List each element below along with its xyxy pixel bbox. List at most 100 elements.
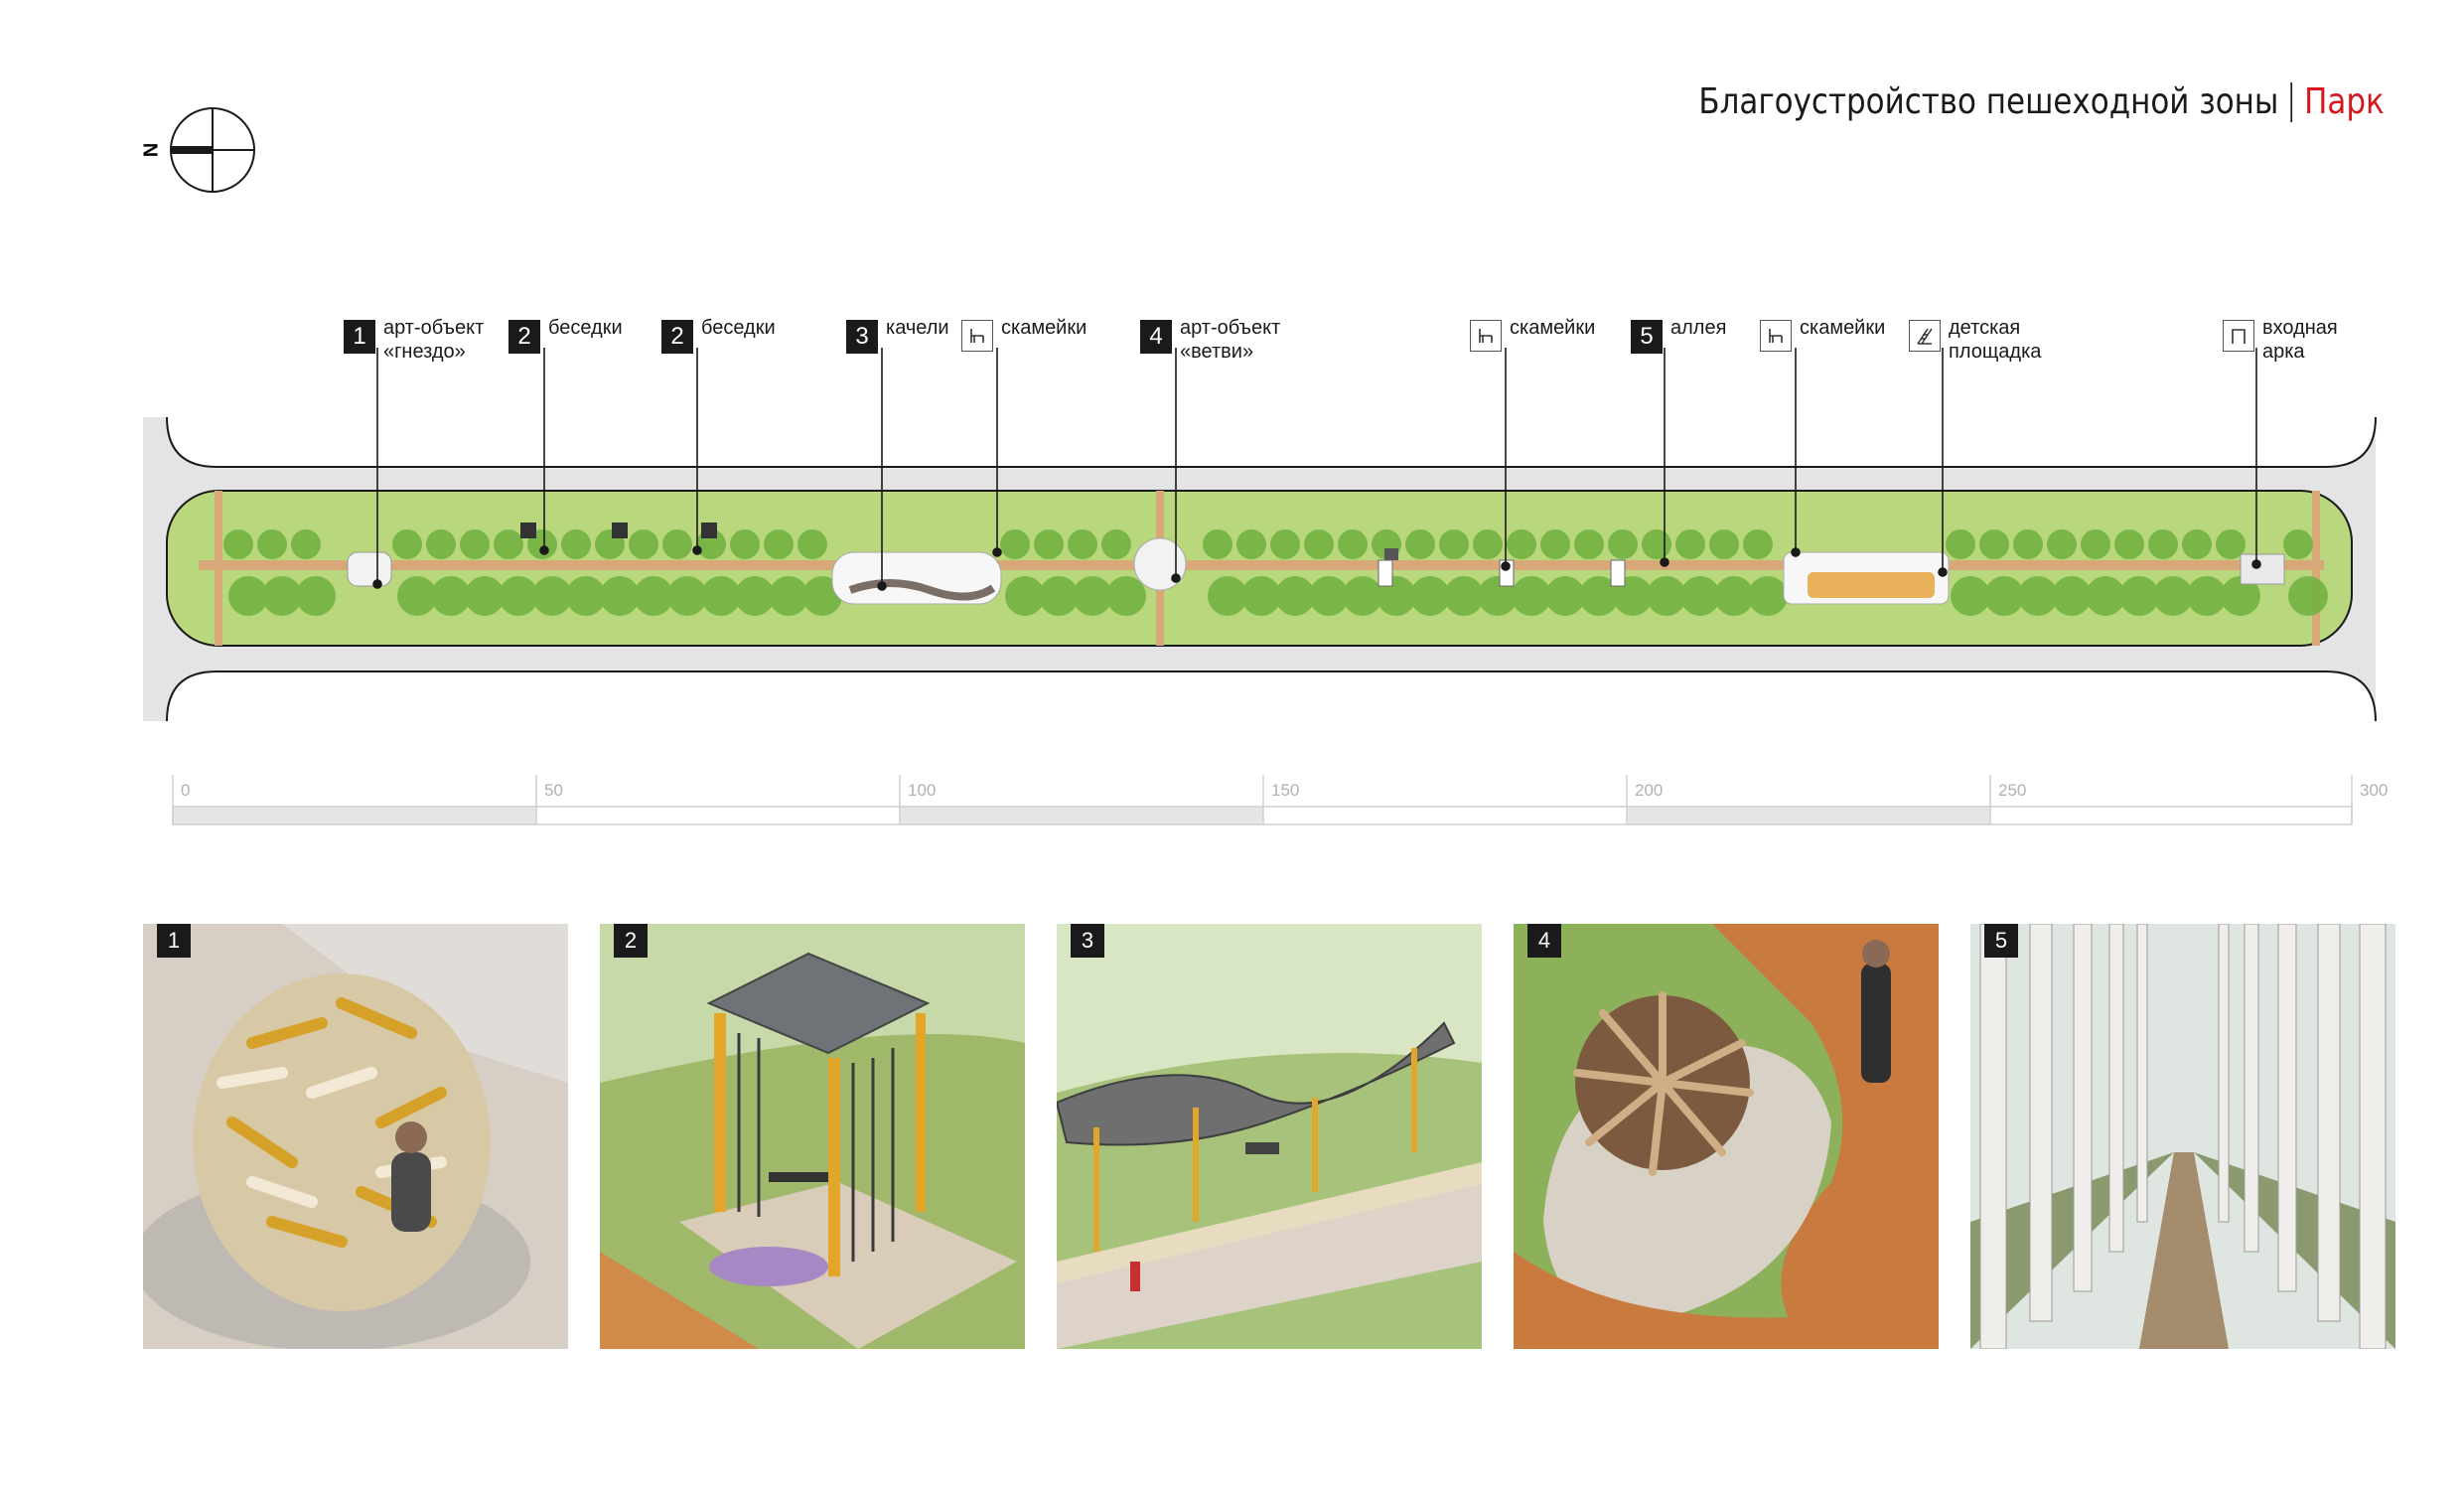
- tree-canopy: [1236, 529, 1266, 559]
- tree-canopy: [1984, 576, 2024, 616]
- scale-tick-label: 0: [181, 781, 191, 800]
- tree-canopy: [2086, 576, 2125, 616]
- playground-icon: [1909, 320, 1941, 352]
- tree-canopy: [262, 576, 302, 616]
- tree-canopy: [1208, 576, 1247, 616]
- callout-playground: детская площадка: [1909, 316, 2041, 364]
- callout-benches-1: скамейки: [961, 316, 1087, 352]
- tree-canopy: [228, 576, 268, 616]
- tree-canopy: [600, 576, 640, 616]
- callout-label: арт-объект «ветви»: [1180, 317, 1281, 363]
- bench: [1499, 559, 1515, 587]
- tree-canopy: [2114, 529, 2144, 559]
- photo-badge: 2: [614, 924, 648, 958]
- bench: [1377, 559, 1393, 587]
- callout-alley: 5 аллея: [1631, 316, 1726, 354]
- callout-badge: 4: [1140, 320, 1172, 354]
- tree-rows: [223, 529, 2328, 616]
- scale-tick-label: 150: [1271, 781, 1300, 800]
- art-nest-illustration: [143, 924, 568, 1349]
- cross-path-mid: [1156, 491, 1164, 646]
- tree-canopy: [2013, 529, 2043, 559]
- tree-canopy: [561, 529, 591, 559]
- tree-canopy: [1613, 576, 1653, 616]
- photo-badge: 5: [1984, 924, 2018, 958]
- road-bottom-edge: [166, 671, 2377, 722]
- tree-canopy: [257, 529, 287, 559]
- tree-canopy: [769, 576, 808, 616]
- photo-gazebo: 2: [600, 924, 1025, 1349]
- callout-label: аллея: [1670, 317, 1727, 339]
- tree-canopy: [1439, 529, 1469, 559]
- leader-lines: [372, 348, 2261, 591]
- photo-art-branches: 4: [1514, 924, 1939, 1349]
- callout-label: скамейки: [1800, 317, 1886, 339]
- tree-canopy: [1512, 576, 1551, 616]
- swing-canopy: [848, 579, 996, 601]
- tree-canopy: [2187, 576, 2227, 616]
- tree-canopy: [2216, 529, 2246, 559]
- tree-canopy: [431, 576, 471, 616]
- callout-badge: 5: [1631, 320, 1663, 354]
- tree-canopy: [735, 576, 775, 616]
- scale-tick-label: 250: [1998, 781, 2027, 800]
- tree-canopy: [1270, 529, 1300, 559]
- scale-tick-label: 100: [908, 781, 937, 800]
- swings-illustration: [1057, 924, 1482, 1349]
- photo-alley: 5: [1970, 924, 2395, 1349]
- bench-icon: [1760, 320, 1792, 352]
- entrance-plaza: [2240, 553, 2285, 585]
- tree-canopy: [1507, 529, 1536, 559]
- tree-canopy: [1372, 529, 1401, 559]
- tree-canopy: [1377, 576, 1416, 616]
- tree-canopy: [2018, 576, 2058, 616]
- tree-canopy: [223, 529, 253, 559]
- callout-entrance-arch: входная арка: [2223, 316, 2338, 364]
- photo-art-nest: 1: [143, 924, 568, 1349]
- tree-canopy: [1714, 576, 1754, 616]
- callout-label: арт-объект «гнездо»: [383, 317, 485, 363]
- tree-canopy: [1039, 576, 1079, 616]
- callout-label: детская площадка: [1949, 317, 2042, 363]
- photo-badge: 3: [1071, 924, 1104, 958]
- tree-canopy: [2119, 576, 2159, 616]
- scale-tick-label: 300: [2360, 781, 2389, 800]
- tree-canopy: [494, 529, 523, 559]
- callout-benches-2: скамейки: [1470, 316, 1595, 352]
- tree-canopy: [696, 529, 726, 559]
- tree-canopy: [296, 576, 336, 616]
- callout-badge: 2: [508, 320, 540, 354]
- tree-canopy: [1005, 576, 1045, 616]
- tree-canopy: [1304, 529, 1334, 559]
- tree-canopy: [667, 576, 707, 616]
- cross-path-right: [2312, 491, 2320, 646]
- park-lawn: [166, 490, 2353, 647]
- north-arrow-icon: N: [139, 107, 255, 193]
- callout-label: беседки: [701, 317, 776, 339]
- scale-tick-label: 50: [544, 781, 563, 800]
- tree-canopy: [2288, 576, 2328, 616]
- tree-canopy: [1073, 576, 1112, 616]
- tree-canopy: [1608, 529, 1638, 559]
- tree-canopy: [1743, 529, 1773, 559]
- callout-benches-3: скамейки: [1760, 316, 1885, 352]
- callout-gazebo-2: 2 беседки: [661, 316, 776, 354]
- road-band: [143, 417, 2376, 721]
- plaza-nest: [347, 551, 392, 587]
- plaza-playground: [1783, 551, 1950, 605]
- tree-canopy: [1545, 576, 1585, 616]
- callout-label: входная арка: [2262, 317, 2338, 363]
- tree-canopy: [1034, 529, 1064, 559]
- callout-label: скамейки: [1510, 317, 1596, 339]
- photo-badge: 1: [157, 924, 191, 958]
- tree-canopy: [1647, 576, 1686, 616]
- tree-canopy: [2283, 529, 2313, 559]
- tree-canopy: [397, 576, 437, 616]
- tree-canopy: [499, 576, 538, 616]
- cross-path-left: [215, 491, 222, 646]
- tree-canopy: [566, 576, 606, 616]
- tree-canopy: [764, 529, 794, 559]
- photo-swings: 3: [1057, 924, 1482, 1349]
- tree-canopy: [2153, 576, 2193, 616]
- callout-art-branches: 4 арт-объект «ветви»: [1140, 316, 1280, 364]
